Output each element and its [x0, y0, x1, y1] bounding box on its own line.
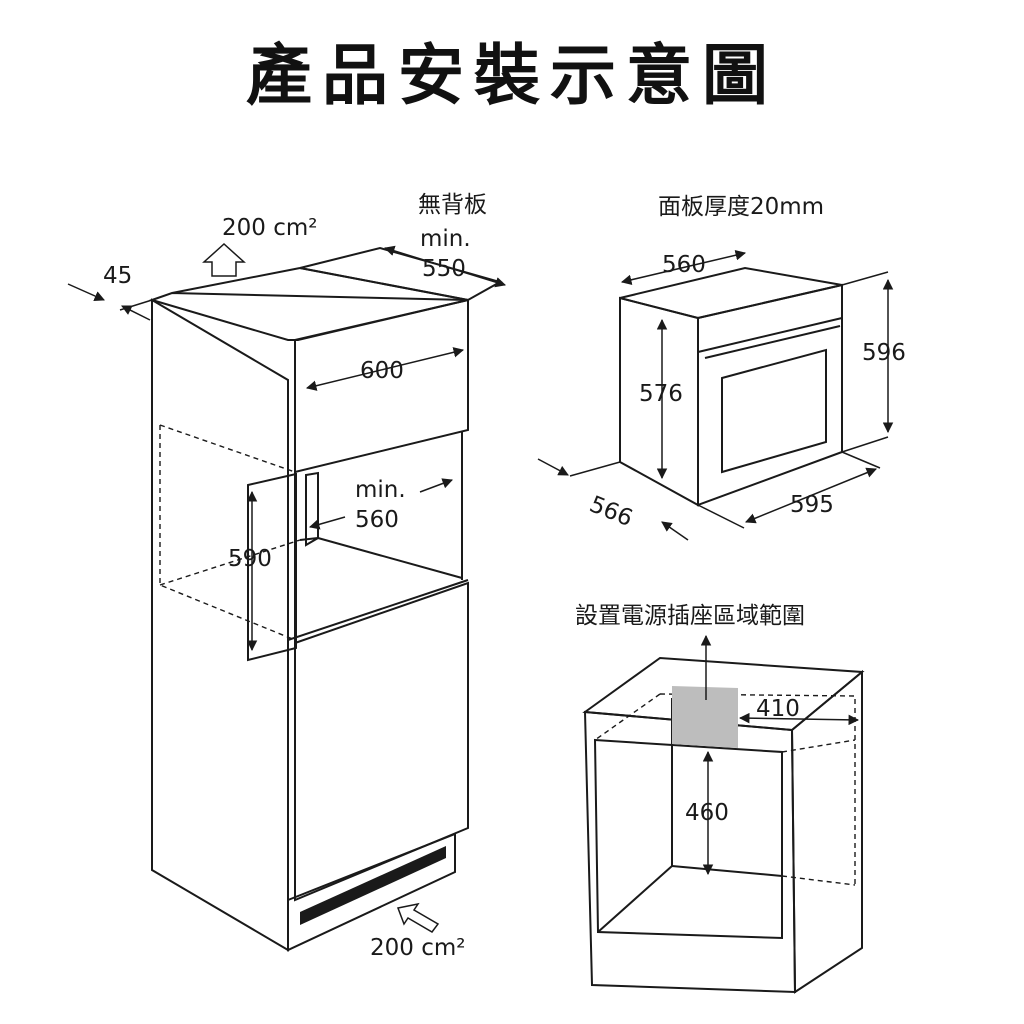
vent-top-label: 200 cm²	[222, 215, 317, 241]
vent-up-arrow-icon	[202, 242, 246, 277]
oven-window	[721, 348, 827, 474]
width-560-label: 560	[355, 507, 399, 533]
width-600-label: 600	[360, 358, 404, 384]
cabinet-side-panel	[151, 298, 289, 952]
panel-thickness-note: 面板厚度20mm	[658, 194, 824, 220]
cabinet-plinth	[287, 832, 456, 952]
no-back-panel-label: 無背板	[418, 192, 487, 218]
bottom-vent-slot	[300, 846, 446, 925]
oven-width-595-label: 595	[790, 492, 834, 518]
depth-550-label: 550	[422, 256, 466, 282]
oven-drawing: 面板厚度20mm 560 596 576 566 595	[537, 194, 906, 541]
vent-diagonal-arrow-icon	[396, 902, 440, 933]
page-title: 產品安裝示意圖	[246, 37, 778, 114]
socket-area-caption: 設置電源插座區域範圍	[575, 603, 805, 629]
oven-depth-566-label: 566	[586, 491, 636, 532]
cabinet-upper-door	[294, 298, 469, 474]
socket-height-460-label: 460	[685, 800, 729, 826]
oven-front-panel	[697, 283, 843, 507]
socket-width-410-label: 410	[756, 696, 800, 722]
socket-box-side	[790, 669, 863, 994]
min-label-550: min.	[420, 226, 471, 252]
min-label-560: min.	[355, 477, 406, 503]
socket-area-highlight	[672, 686, 738, 748]
depth-45-label: 45	[103, 263, 132, 289]
socket-area-drawing: 設置電源插座區域範圍 410 460	[575, 603, 865, 994]
oven-height-576-label: 576	[639, 381, 683, 407]
oven-width-560-label: 560	[662, 252, 706, 278]
vent-bottom-label: 200 cm²	[370, 935, 465, 961]
oven-height-596-label: 596	[862, 340, 906, 366]
socket-box-opening	[593, 738, 783, 940]
cabinet-drawing: 200 cm² 45 無背板 min. 550 600 min. 560 590…	[67, 192, 507, 961]
height-590-label: 590	[228, 546, 272, 572]
cabinet-top	[148, 291, 469, 341]
oven-niche	[305, 471, 319, 547]
socket-box-front	[583, 710, 797, 994]
cabinet-lower-door	[294, 581, 469, 902]
